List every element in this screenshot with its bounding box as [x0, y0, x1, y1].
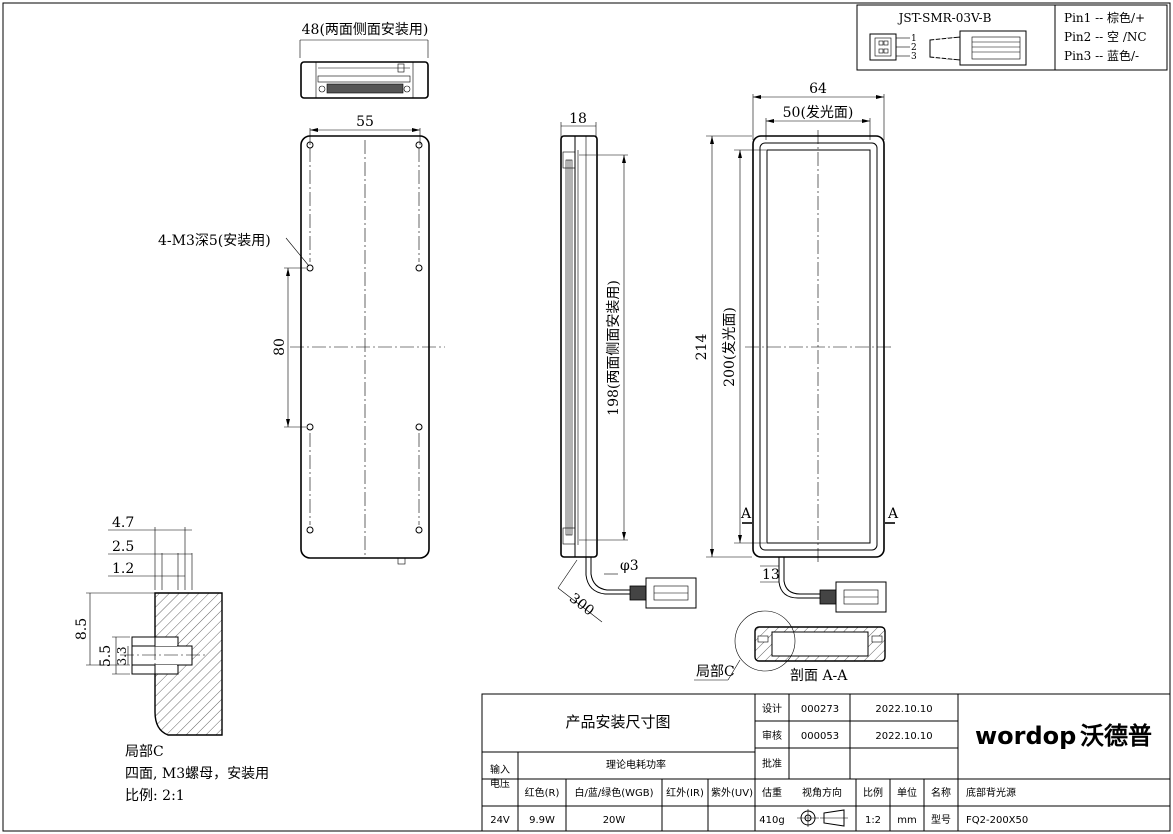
connector-model: JST-SMR-03V-B — [897, 11, 992, 25]
detail-title: 局部C — [125, 744, 164, 760]
svg-text:型号: 型号 — [931, 813, 951, 826]
side-length-dim: 198(两面侧面安装用) — [606, 280, 622, 416]
product-name: 底部背光源 — [966, 786, 1016, 799]
svg-text:红外(IR): 红外(IR) — [666, 786, 704, 799]
svg-text:000273: 000273 — [801, 704, 839, 715]
svg-text:估重: 估重 — [762, 786, 782, 799]
back-view: 64 50(发光面) 214 200(发光面) A A — [694, 81, 899, 613]
svg-text:单位: 单位 — [897, 786, 917, 799]
svg-text:沃德普: 沃德普 — [1080, 722, 1152, 750]
svg-text:2022.10.10: 2022.10.10 — [875, 704, 932, 715]
hole-spacing-dim: 80 — [272, 338, 288, 356]
detail-scale: 比例: 2:1 — [125, 788, 185, 804]
svg-text:电压: 电压 — [490, 777, 510, 790]
svg-text:审核: 审核 — [762, 729, 782, 742]
side-depth-dim: 18 — [569, 111, 587, 127]
detail-dim-2: 2.5 — [112, 539, 134, 555]
section-view: 局部C 剖面 A-A — [694, 610, 886, 684]
emit-length-dim: 200(发光面) — [722, 307, 738, 387]
svg-text:410g: 410g — [759, 815, 784, 826]
svg-text:理论电耗功率: 理论电耗功率 — [606, 758, 666, 771]
product-model: FQ2-200X50 — [966, 815, 1028, 826]
emit-width-dim: 50(发光面) — [783, 105, 854, 121]
svg-text:20W: 20W — [603, 815, 626, 826]
svg-text:mm: mm — [897, 815, 916, 826]
svg-text:24V: 24V — [490, 815, 510, 826]
back-width-dim: 64 — [809, 81, 827, 97]
total-length-dim: 214 — [694, 334, 710, 361]
svg-text:2: 2 — [911, 43, 917, 53]
svg-text:视角方向: 视角方向 — [802, 786, 842, 799]
connector-plug-icon — [929, 30, 1027, 66]
section-mark-left: A — [740, 506, 752, 522]
svg-text:批准: 批准 — [762, 757, 782, 770]
connector-box: JST-SMR-03V-B 1 2 3 Pin1 -- 棕色/+ Pin2 --… — [856, 4, 1168, 71]
svg-text:设计: 设计 — [762, 702, 782, 715]
top-view: 48(两面侧面安装用) — [299, 22, 429, 99]
pin1-label: Pin1 -- 棕色/+ — [1064, 10, 1145, 25]
svg-text:wordop: wordop — [975, 722, 1076, 750]
svg-text:3: 3 — [911, 52, 917, 62]
detail-desc: 四面, M3螺母，安装用 — [125, 766, 269, 782]
wordop-logo: wordop 沃德普 — [975, 722, 1152, 750]
detail-dim-4: 8.5 — [74, 618, 90, 640]
cable-diameter-dim: φ3 — [620, 558, 639, 574]
pin3-label: Pin3 -- 蓝色/- — [1064, 49, 1139, 63]
top-width-dim: 48(两面侧面安装用) — [302, 22, 429, 38]
detail-dim-1: 4.7 — [112, 515, 134, 531]
projection-symbol-icon — [797, 809, 848, 827]
mount-holes-note: 4-M3深5(安装用) — [158, 233, 271, 249]
detail-ref: 局部C — [696, 664, 735, 680]
svg-text:9.9W: 9.9W — [529, 815, 555, 826]
cable-length-dim: 300 — [566, 590, 597, 619]
svg-text:比例: 比例 — [863, 786, 883, 799]
svg-text:红色(R): 红色(R) — [525, 786, 560, 799]
detail-dim-6: 3.3 — [115, 646, 129, 665]
detail-dim-3: 1.2 — [112, 561, 134, 577]
svg-text:1: 1 — [911, 34, 917, 44]
svg-text:2022.10.10: 2022.10.10 — [875, 731, 932, 742]
svg-text:输入: 输入 — [490, 763, 510, 776]
svg-text:000053: 000053 — [801, 731, 839, 742]
cable-offset-dim: 13 — [762, 567, 780, 583]
detail-view: 4.7 2.5 1.2 8.5 5.5 3.3 局部C 四面, M3螺母，安装用… — [74, 515, 269, 804]
drawing-title: 产品安装尺寸图 — [565, 713, 670, 731]
side-view: 18 198(两面侧面安装用) φ3 300 — [557, 111, 697, 623]
pin2-label: Pin2 -- 空 /NC — [1064, 30, 1147, 44]
detail-dim-5: 5.5 — [98, 645, 114, 667]
front-view: 55 80 4-M3深5(安装用) — [158, 114, 445, 565]
svg-text:白/蓝/绿色(WGB): 白/蓝/绿色(WGB) — [574, 786, 653, 799]
svg-text:名称: 名称 — [931, 786, 951, 799]
svg-text:紫外(UV): 紫外(UV) — [711, 787, 753, 799]
svg-text:1:2: 1:2 — [865, 815, 881, 826]
section-mark-right: A — [887, 506, 899, 522]
title-block: 产品安装尺寸图 设计 000273 2022.10.10 审核 000053 2… — [481, 693, 1171, 832]
section-label: 剖面 A-A — [790, 668, 848, 684]
front-width-dim: 55 — [356, 114, 374, 130]
